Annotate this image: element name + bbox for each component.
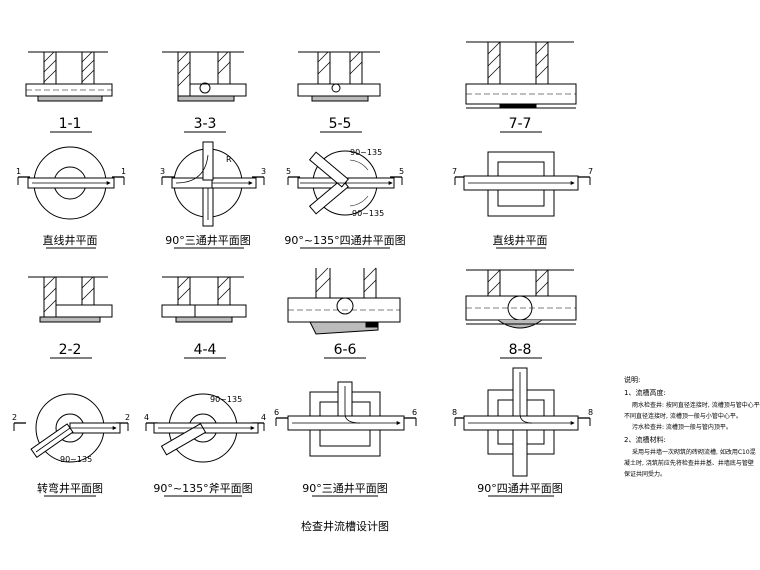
section-label-3-3: 3-3 — [194, 116, 217, 132]
section-1-1 — [25, 51, 113, 102]
plan-4way-90-135 — [287, 150, 403, 216]
section-7-7 — [465, 41, 577, 109]
plan-4way-90-square — [454, 367, 591, 477]
marker-4-left: 4 — [144, 413, 149, 422]
marker-3-left: 3 — [160, 167, 165, 176]
section-3-3 — [162, 51, 247, 102]
plan-3way-90-square — [275, 381, 417, 457]
notes-block: 说明: 1、流槽高度: 雨水检查井: 按同直径连接时, 流槽顶与管中心平, 不同… — [624, 375, 760, 478]
plan-lateral-90-135 — [145, 393, 265, 463]
plan-straight-2 — [454, 151, 591, 217]
marker-5-right: 5 — [399, 167, 404, 176]
plan-turn — [13, 393, 129, 463]
section-label-8-8: 8-8 — [509, 342, 532, 358]
angle-label-4way-bottom: 90~135 — [352, 209, 384, 218]
notes-line-7: 凝土时, 浇筑前应先将检查井井基、井墙底与管壁 — [624, 459, 754, 467]
angle-label-turn: 90~135 — [60, 455, 92, 464]
notes-line-6: 采用与井墙一次砌筑的砖砌流槽, 如改用C10混 — [632, 448, 756, 456]
notes-line-4: 污水检查井: 流槽顶一般与管内顶平。 — [632, 423, 732, 431]
marker-5-left: 5 — [286, 167, 291, 176]
notes-line-2: 雨水检查井: 按同直径连接时, 流槽顶与管中心平, — [632, 401, 760, 409]
notes-line-8: 保证共同受力。 — [624, 470, 666, 478]
plan-3way-90 — [161, 141, 265, 227]
section-2-2 — [28, 276, 113, 323]
angle-label-4way-top: 90~135 — [350, 148, 382, 157]
section-6-6 — [287, 267, 401, 335]
angle-label-3way: R — [226, 155, 232, 164]
plan-label-lateral-90-135: 90°~135°斧平面图 — [153, 482, 252, 495]
plan-label-3way-90: 90°三通井平面图 — [165, 233, 251, 247]
marker-8-right: 8 — [588, 408, 593, 417]
section-4-4 — [161, 276, 247, 323]
plan-label-3way-90-square: 90°三通井平面图 — [302, 481, 388, 495]
section-label-2-2: 2-2 — [59, 342, 82, 358]
angle-label-lateral: 90~135 — [210, 395, 242, 404]
drawing-title: 检查井流槽设计图 — [301, 519, 389, 533]
plan-label-turn: 转弯井平面图 — [37, 481, 103, 495]
plan-label-4way-90-square: 90°四通井平面图 — [477, 481, 563, 495]
section-label-1-1: 1-1 — [59, 116, 82, 132]
marker-8-left: 8 — [452, 408, 457, 417]
section-8-8 — [465, 269, 577, 329]
section-label-7-7: 7-7 — [509, 116, 532, 132]
plan-label-straight-2: 直线井平面 — [493, 233, 548, 247]
marker-1-right: 1 — [121, 167, 126, 176]
marker-3-right: 3 — [261, 167, 266, 176]
marker-7-left: 7 — [452, 167, 457, 176]
section-5-5 — [297, 51, 381, 102]
section-label-6-6: 6-6 — [334, 342, 357, 358]
plan-straight-1 — [17, 146, 125, 220]
plan-label-4way-90-135: 90°~135°四通井平面图 — [284, 233, 405, 247]
marker-1-left: 1 — [16, 167, 21, 176]
notes-line-5: 2、流槽材料: — [624, 435, 666, 444]
notes-heading: 说明: — [624, 375, 640, 384]
marker-6-right: 6 — [412, 408, 417, 417]
plan-label-straight-1: 直线井平面 — [43, 233, 98, 247]
marker-2-left: 2 — [12, 413, 17, 422]
section-label-4-4: 4-4 — [194, 342, 217, 358]
notes-line-1: 1、流槽高度: — [624, 388, 666, 397]
marker-4-right: 4 — [261, 413, 266, 422]
marker-7-right: 7 — [588, 167, 593, 176]
marker-2-right: 2 — [125, 413, 130, 422]
notes-line-3: 不同直径连接时, 流槽顶一般与小管中心平。 — [624, 412, 742, 420]
marker-6-left: 6 — [274, 408, 279, 417]
section-label-5-5: 5-5 — [329, 116, 352, 132]
